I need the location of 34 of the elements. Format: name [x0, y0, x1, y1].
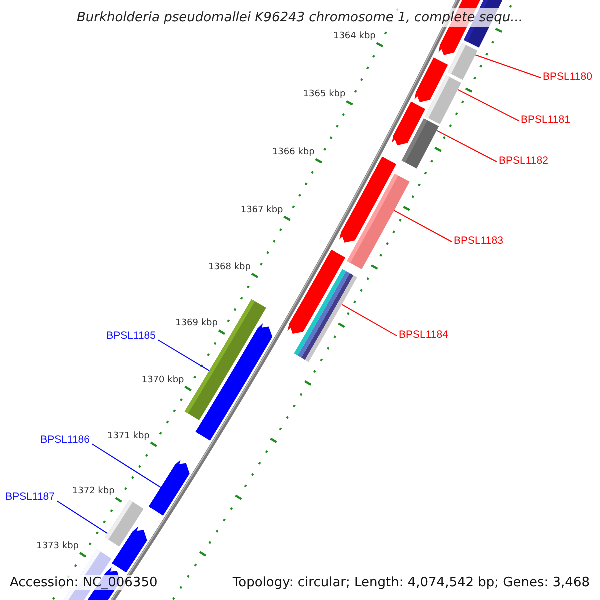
- gene-label: BPSL1181: [521, 114, 570, 126]
- leader-line: [56, 500, 108, 534]
- scale-label: 1371 kbp: [107, 432, 150, 442]
- scale-label: 1364 kbp: [333, 32, 376, 42]
- leader-line: [342, 304, 398, 336]
- gene-label: BPSL1182: [499, 156, 548, 166]
- scale-label: 1373 kbp: [36, 542, 80, 552]
- leader-line: [457, 89, 520, 122]
- gene-label: BPSL1180: [543, 72, 592, 82]
- gene-label: BPSL1187: [6, 492, 55, 502]
- gene-feature: [347, 174, 410, 270]
- scale-label: 1365 kbp: [303, 90, 346, 100]
- gene-feature: [105, 500, 144, 547]
- leader-line: [394, 210, 452, 242]
- leader-line: [158, 340, 210, 372]
- gene-feature: [402, 118, 440, 169]
- footer-text: Topology: circular; Length: 4,074,542 bp; Genes: 3,468: [230, 576, 592, 590]
- gene-label: BPSL1186: [40, 434, 90, 446]
- footer-text: Accession: NC_006350: [8, 576, 160, 590]
- gene-feature: [148, 460, 190, 516]
- scale-label: 1369 kbp: [176, 320, 218, 329]
- gene-feature: [294, 269, 358, 362]
- scale-label: 1368 kbp: [208, 263, 251, 272]
- gene-label: BPSL1185: [106, 330, 156, 342]
- gene-feature: [425, 75, 462, 124]
- gene-label: BPSL1183: [454, 236, 504, 246]
- scale-label: 1367 kbp: [240, 206, 284, 216]
- scale-label: 1366 kbp: [272, 148, 315, 158]
- gene-feature: [448, 43, 478, 80]
- gene-label: BPSL1184: [399, 330, 448, 340]
- leader-line: [436, 130, 498, 162]
- leader-line: [92, 444, 162, 488]
- leader-line: [475, 54, 542, 78]
- scale-label: 1372 kbp: [72, 488, 115, 497]
